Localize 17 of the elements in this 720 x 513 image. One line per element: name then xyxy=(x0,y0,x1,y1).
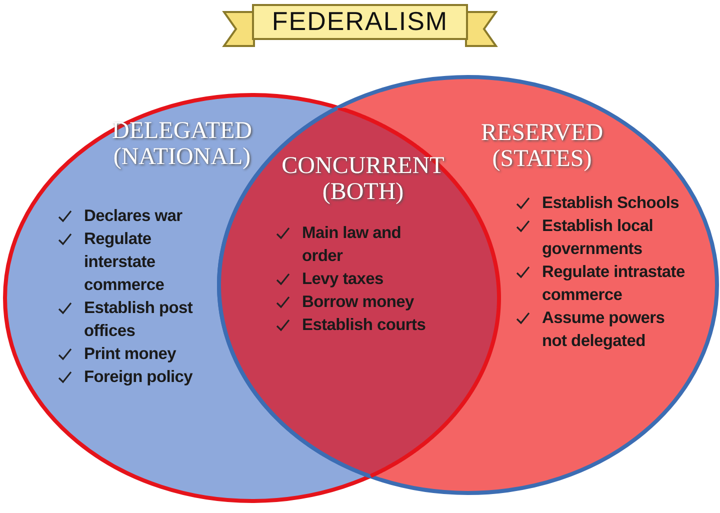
list-item: Levy taxes xyxy=(302,269,384,290)
list-item: Regulate intrastate commerce xyxy=(542,262,686,306)
list-item: Establish local governments xyxy=(542,216,654,260)
list-item: Print money xyxy=(84,344,176,365)
list-item: Establish Schools xyxy=(542,193,680,214)
list-item: Establish courts xyxy=(302,315,426,336)
list-item: Regulate interstate commerce xyxy=(84,229,166,296)
list-item: Foreign policy xyxy=(84,367,193,388)
region-heading: RESERVED (STATES) xyxy=(480,120,604,172)
banner-title: FEDERALISM xyxy=(270,6,450,36)
list-item: Assume powers not delegated xyxy=(542,308,666,352)
list-item: Borrow money xyxy=(302,292,414,313)
region-heading: CONCURRENT (BOTH) xyxy=(280,153,446,205)
list-item: Main law and order xyxy=(302,223,402,267)
list-item: Declares war xyxy=(84,206,182,227)
region-heading: DELEGATED (NATIONAL) xyxy=(111,118,253,170)
list-item: Establish post offices xyxy=(84,298,194,342)
